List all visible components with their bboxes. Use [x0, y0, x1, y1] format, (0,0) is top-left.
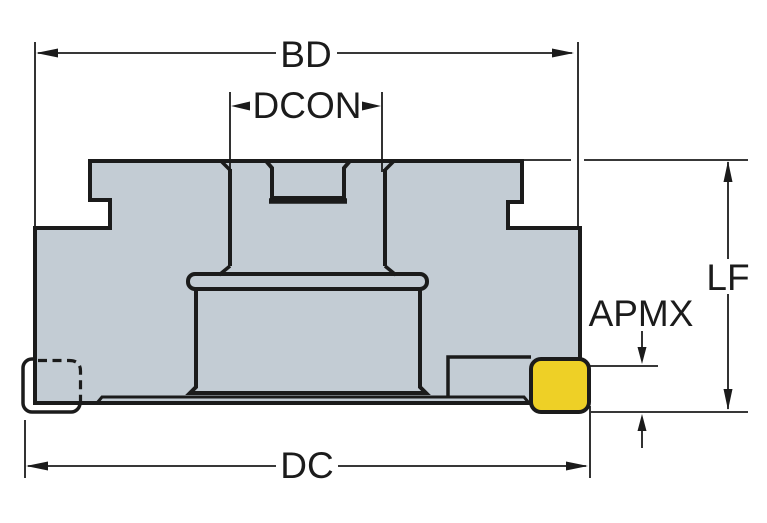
lf-label: LF: [706, 257, 749, 298]
dim-bd: BD: [34, 34, 579, 227]
dcon-arrowhead-left: [231, 101, 250, 111]
bd-arrowhead-left: [36, 48, 58, 58]
dim-dcon: DCON: [229, 85, 383, 172]
dcon-label: DCON: [253, 85, 362, 126]
dim-dc: DC: [24, 406, 591, 486]
bore-chamfer-right: [383, 159, 396, 172]
hub-body: [185, 289, 431, 395]
dim-apmx: APMX: [589, 293, 694, 448]
lf-arrowhead-down: [723, 389, 733, 410]
hub-collar: [186, 272, 429, 291]
dim-lf: LF: [524, 159, 750, 413]
bd-arrowhead-right: [552, 48, 574, 58]
apmx-arrowhead-up: [637, 414, 647, 431]
dc-arrowhead-left: [26, 461, 48, 471]
dc-arrowhead-right: [566, 461, 588, 471]
dc-label: DC: [280, 445, 333, 486]
apmx-label: APMX: [589, 293, 694, 334]
drive-slot: [264, 159, 352, 204]
insert-right: [529, 357, 591, 414]
insert-left-hidden-edge: [38, 358, 83, 401]
drive-slot-walls: [264, 159, 352, 200]
insert-pocket-shoulder: [446, 355, 531, 397]
bd-label: BD: [280, 34, 331, 75]
dcon-arrowhead-right: [362, 101, 381, 111]
lf-arrowhead-up: [723, 161, 733, 182]
bore-chamfer-left: [219, 159, 232, 172]
apmx-arrowhead-down: [637, 347, 647, 364]
center-hub: [185, 272, 431, 395]
bottom-face-step: [95, 395, 531, 404]
